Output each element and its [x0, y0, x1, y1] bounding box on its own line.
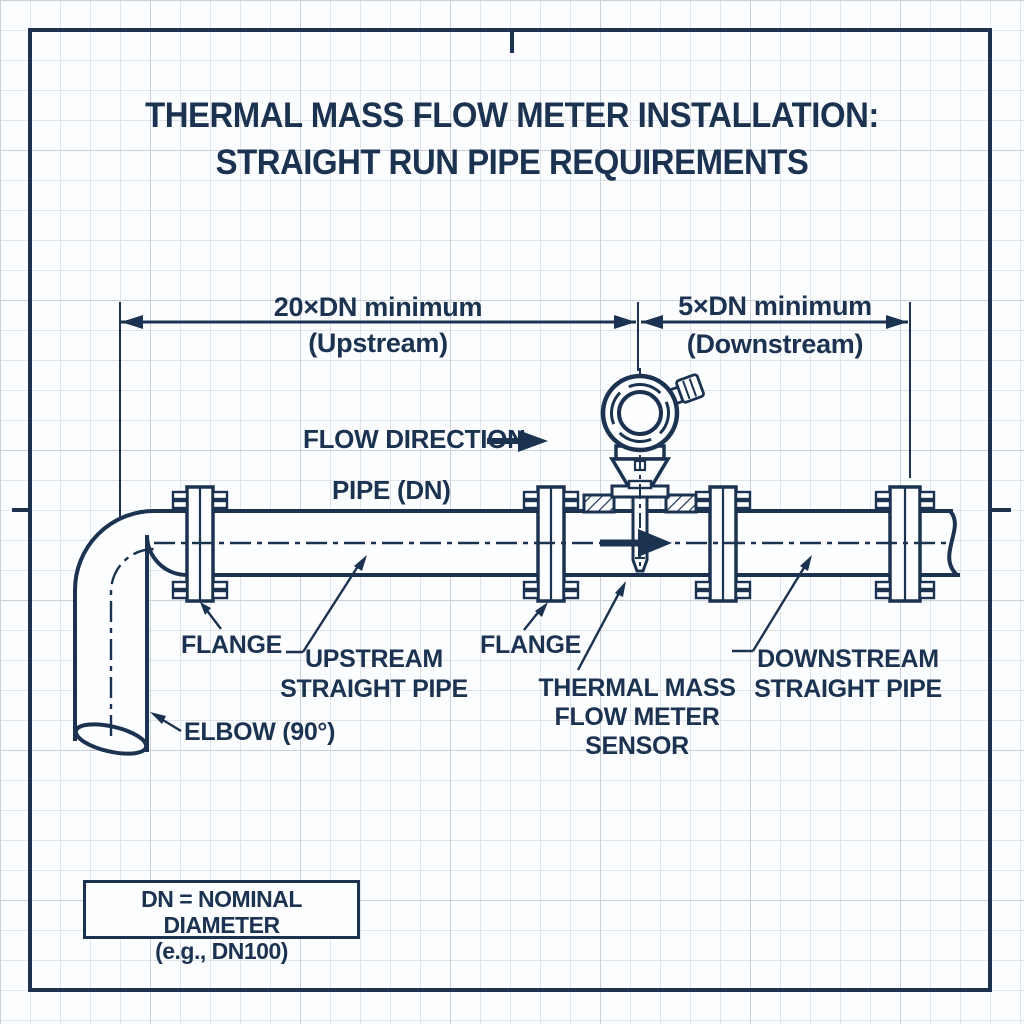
title-line-2: STRAIGHT RUN PIPE REQUIREMENTS [215, 143, 809, 182]
dimension-lines [121, 315, 908, 329]
flow-meter-sensor [582, 368, 705, 573]
downstream-pipe-label-line1: DOWNSTREAM [757, 645, 939, 673]
leader-elbow [150, 712, 182, 733]
sensor-neck [608, 457, 672, 486]
leader-lines [150, 555, 812, 733]
flange-left-label: FLANGE [181, 631, 282, 659]
page-title: THERMAL MASS FLOW METER INSTALLATION: ST… [31, 92, 994, 186]
arrowhead [641, 315, 663, 329]
sensor-label: THERMAL MASS FLOW METER SENSOR [538, 674, 736, 761]
mount-pad-left [582, 493, 616, 514]
pipe-label: PIPE (DN) [332, 475, 451, 505]
leader-flange-left [200, 602, 222, 630]
in-pipe-flow-arrow [600, 529, 672, 557]
sensor-label-line1: THERMAL MASS [538, 674, 736, 702]
arrowhead [886, 315, 908, 329]
upstream-pipe-label: UPSTREAM STRAIGHT PIPE [280, 644, 468, 704]
pipe-centerline [109, 541, 946, 736]
leader-upstream-pipe [286, 555, 367, 654]
elbow-label: ELBOW (90°) [184, 718, 336, 746]
downstream-pipe-label: DOWNSTREAM STRAIGHT PIPE [754, 644, 942, 704]
leader-flange-mid [523, 602, 548, 631]
legend-line-2: (e.g., DN100) [155, 938, 288, 964]
upstream-pipe-label-line1: UPSTREAM [305, 645, 443, 673]
downstream-dimension-value: 5×DN minimum [678, 291, 872, 321]
dimension-extension-lines [119, 302, 911, 557]
pipe-break-line [947, 509, 959, 577]
upstream-pipe-label-line2: STRAIGHT PIPE [280, 675, 468, 703]
sensor-label-line2: FLOW METER [554, 703, 720, 731]
flange-mid-label: FLANGE [480, 631, 581, 659]
arrowhead [121, 315, 143, 329]
arrowhead [614, 315, 636, 329]
flow-direction-label: FLOW DIRECTION [303, 424, 526, 454]
housing-window [617, 390, 663, 436]
legend-line-1: DN = NOMINAL DIAMETER [141, 886, 302, 938]
upstream-dimension-zone: (Upstream) [308, 328, 448, 358]
leader-downstream-pipe [732, 555, 812, 653]
flow-direction-arrow [487, 430, 548, 452]
mount-pad-right [664, 493, 698, 514]
leader-sensor [576, 581, 626, 671]
legend-box: DN = NOMINAL DIAMETER (e.g., DN100) [83, 880, 360, 964]
downstream-dimension-zone: (Downstream) [686, 329, 864, 359]
drawing-frame [12, 28, 1011, 992]
pipe-open-end [73, 722, 149, 756]
housing-ring [610, 383, 670, 443]
sensor-label-line3: SENSOR [585, 732, 689, 760]
elbow-outer-arc [73, 509, 155, 591]
downstream-pipe-label-line2: STRAIGHT PIPE [754, 675, 942, 703]
upstream-dimension-value: 20×DN minimum [273, 292, 483, 322]
title-line-1: THERMAL MASS FLOW METER INSTALLATION: [145, 96, 879, 135]
